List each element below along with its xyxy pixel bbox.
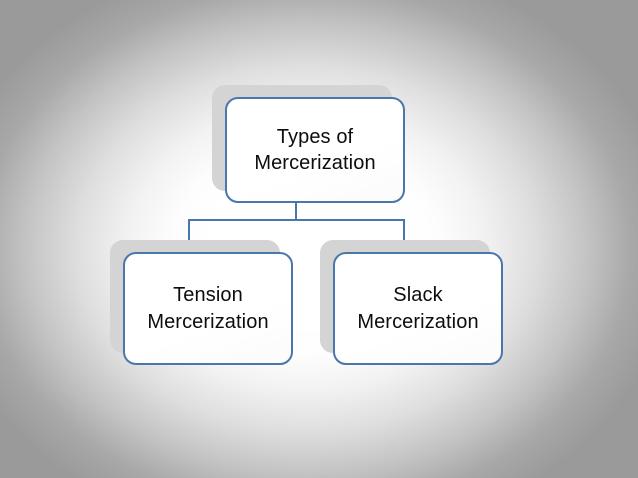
node-root-label: Types of Mercerization [254, 125, 376, 174]
node-root[interactable]: Types of Mercerization [212, 85, 405, 203]
node-slack-mercerization[interactable]: Slack Mercerization [320, 240, 503, 365]
connector-drop-tension [188, 219, 190, 244]
node-slack-label: Slack Mercerization [357, 284, 479, 333]
connector-root-stem [295, 203, 297, 221]
connector-drop-slack [403, 219, 405, 244]
node-slack-card[interactable]: Slack Mercerization [333, 252, 503, 365]
node-tension-label: Tension Mercerization [147, 284, 269, 333]
connector-horizontal-bar [188, 219, 405, 221]
node-root-card[interactable]: Types of Mercerization [225, 97, 405, 203]
node-tension-mercerization[interactable]: Tension Mercerization [110, 240, 293, 365]
node-tension-card[interactable]: Tension Mercerization [123, 252, 293, 365]
